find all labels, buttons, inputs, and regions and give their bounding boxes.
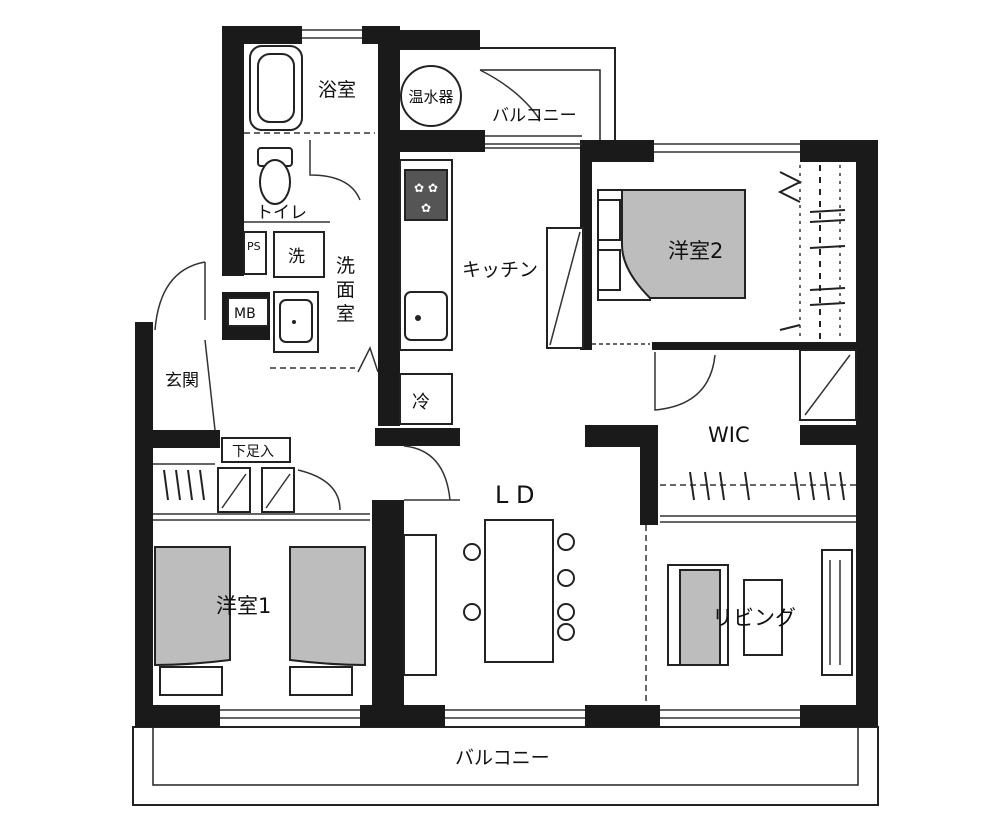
- closet-hangers-wic: [689, 471, 845, 501]
- mb-label: MB: [234, 306, 256, 322]
- entrance-label: 玄関: [165, 371, 199, 391]
- kitchen-label: キッチン: [462, 259, 538, 281]
- fridge-label: 冷: [412, 392, 430, 413]
- balcony-bottom-outline: [132, 726, 879, 806]
- kitchen-counter: ✿ ✿ ✿: [399, 159, 453, 351]
- bed-bedroom2: [597, 189, 746, 301]
- sofa: [667, 564, 729, 666]
- toilet-fixture: [257, 147, 293, 205]
- water-heater-label: 温水器: [408, 88, 453, 106]
- washroom-label-char2: 面: [336, 279, 355, 301]
- windows: [220, 29, 800, 719]
- washroom-label-char1: 洗: [336, 255, 355, 277]
- walls: [135, 26, 878, 727]
- bathroom-label: 浴室: [318, 79, 356, 101]
- svg-text:✿ ✿: ✿ ✿: [414, 181, 438, 195]
- water-heater: 温水器: [400, 65, 462, 127]
- shoe-storage-label: 下足入: [232, 444, 274, 460]
- dining-table: [463, 519, 575, 663]
- wic-label: WIC: [708, 423, 750, 447]
- washer-label: 洗: [288, 247, 305, 267]
- bedroom1-label: 洋室1: [216, 594, 271, 618]
- bathtub: [249, 45, 303, 131]
- bed-bedroom1-left: [154, 546, 231, 696]
- svg-text:✿: ✿: [421, 201, 431, 215]
- washroom-label: 洗 面 室: [336, 255, 361, 325]
- balcony-top-label: バルコニー: [492, 106, 577, 126]
- ld-label: L D: [495, 481, 534, 509]
- balcony-bottom-label: バルコニー: [455, 747, 550, 769]
- bedroom2-label: 洋室2: [668, 239, 723, 263]
- living-label: リビング: [712, 606, 796, 630]
- shoe-cabinet: [217, 467, 341, 513]
- washroom-label-char3: 室: [336, 303, 355, 325]
- ps-label: PS: [247, 240, 261, 253]
- toilet-label: トイレ: [256, 203, 307, 223]
- closet-hangers-left: [163, 469, 205, 501]
- closet-hangers-bedroom2: [777, 165, 846, 340]
- bed-bedroom1-right: [289, 546, 366, 696]
